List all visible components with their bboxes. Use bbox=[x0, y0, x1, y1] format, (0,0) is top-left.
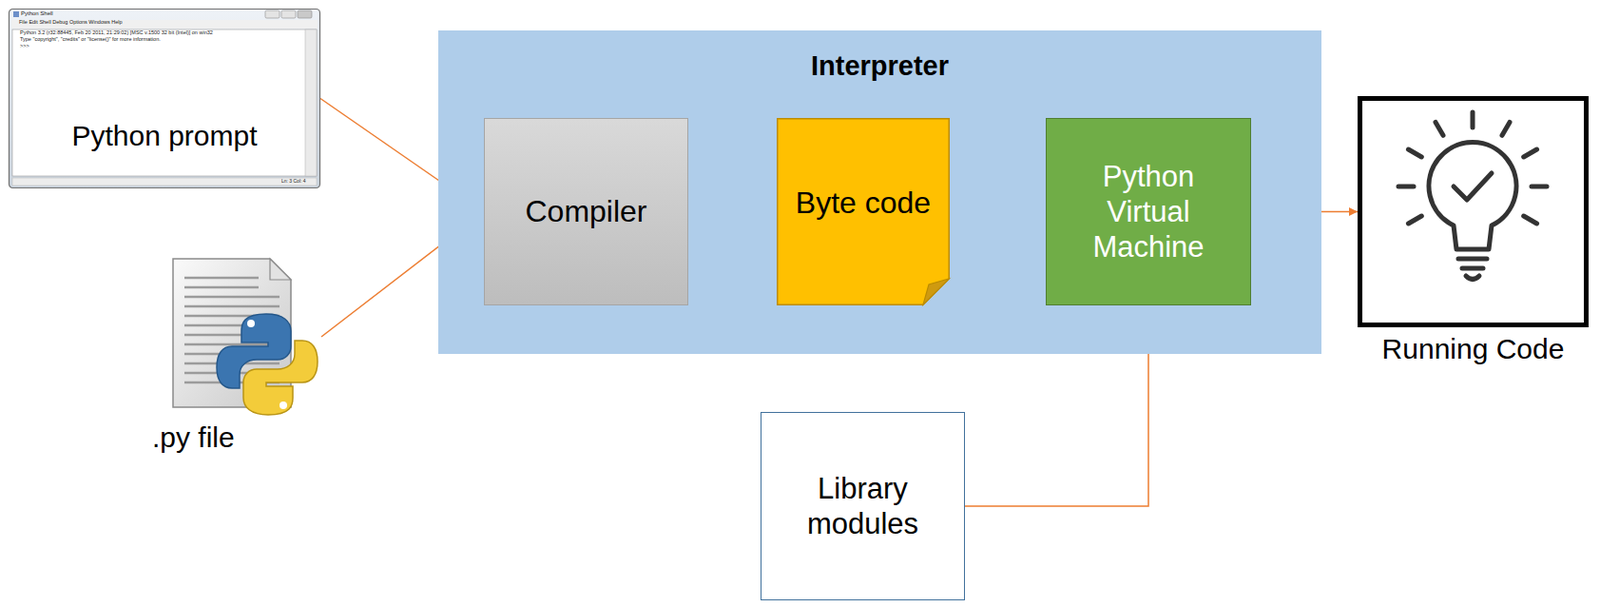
node-text: Compiler bbox=[496, 192, 677, 230]
node-text: Byte code bbox=[782, 184, 945, 221]
shell-text: Type "copyright", "credits" or "license(… bbox=[19, 37, 161, 43]
bytecode-note: Byte code bbox=[776, 117, 950, 306]
node-text: .py file bbox=[152, 420, 235, 455]
compiler-box: Compiler bbox=[483, 117, 689, 306]
library-box: Library modules bbox=[760, 411, 965, 600]
shell-text: Python 3.2 (r32:88445, Feb 20 2011, 21:2… bbox=[19, 30, 213, 37]
shell-text: File Edit Shell Debug Options Windows He… bbox=[19, 19, 123, 26]
node-text: Running Code bbox=[1382, 331, 1565, 367]
node-text: Library modules bbox=[791, 470, 935, 541]
shell-text: Ln: 3 Col: 4 bbox=[281, 178, 307, 184]
window-shape bbox=[8, 8, 321, 189]
file-icon: .py file bbox=[163, 254, 322, 419]
node-text: Interpreter bbox=[438, 49, 1322, 83]
shell-text: >>> bbox=[19, 43, 30, 50]
prompt-window: Python prompt bbox=[8, 8, 321, 189]
shell-text: Python Shell bbox=[20, 10, 54, 17]
document-shape bbox=[163, 254, 322, 419]
vm-box: Python Virtual Machine bbox=[1045, 117, 1252, 306]
node-text: Python prompt bbox=[8, 118, 321, 154]
bulb-shape bbox=[1362, 100, 1584, 323]
interpreter-band: Compiler Byte code Python Virtual Machine I… bbox=[438, 30, 1322, 354]
node-text: Python Virtual Machine bbox=[1081, 158, 1215, 266]
output-box: Running Code bbox=[1357, 96, 1589, 328]
